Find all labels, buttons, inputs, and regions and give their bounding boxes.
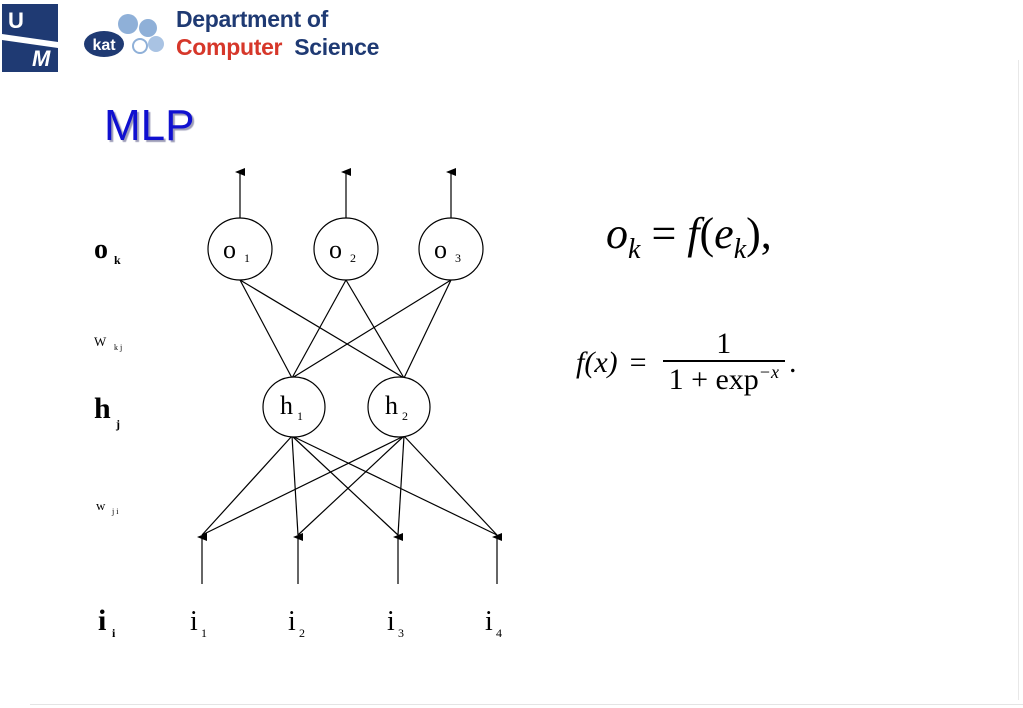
input-node-label: i xyxy=(288,606,296,637)
input-node-subscript: 2 xyxy=(299,626,305,640)
edge-i4-h2 xyxy=(403,435,498,536)
output-node-subscript: 1 xyxy=(244,251,250,265)
row-label-subscript: j xyxy=(115,417,120,431)
slide-edge-line xyxy=(1018,60,1019,700)
input-node-i2: i 2 xyxy=(288,606,305,640)
output-node-subscript: 3 xyxy=(455,251,461,265)
row-label-main: W xyxy=(94,334,107,349)
row-label-subscript: k j xyxy=(114,343,122,352)
kat-logo-bubble xyxy=(118,14,138,34)
hidden-node-h1: h 1 xyxy=(262,376,326,438)
kat-logo: kat xyxy=(84,14,164,57)
formula-function: f xyxy=(687,209,700,258)
kat-logo-bubble xyxy=(139,19,157,37)
hidden-node-label: h xyxy=(385,391,398,420)
department-of-text: Department of xyxy=(176,6,329,32)
slide-title: MLP xyxy=(104,101,195,150)
formula-variable-subscript: k xyxy=(733,234,747,265)
output-node-o2: o 2 xyxy=(313,217,379,281)
um-logo: U M xyxy=(2,4,58,72)
kat-logo-bubble xyxy=(148,36,164,52)
formula-tail: . xyxy=(788,345,797,379)
edge-h2-o3 xyxy=(403,279,452,379)
row-label-main: w xyxy=(96,498,106,513)
hidden-node-h2: h 2 xyxy=(367,376,431,438)
edge-i4-h1 xyxy=(291,435,498,536)
row-label-hidden: h j xyxy=(94,392,120,431)
edge-h1-o3 xyxy=(291,279,452,379)
edge-i3-h2 xyxy=(397,435,405,536)
input-node-label: i xyxy=(485,606,493,637)
kat-logo-bubble xyxy=(132,38,148,54)
science-word: Science xyxy=(294,34,380,60)
edge-h2-o2 xyxy=(345,279,405,379)
row-label-output: o k xyxy=(94,234,121,267)
formula-variable: e xyxy=(714,209,734,258)
computer-word: Computer xyxy=(176,34,283,60)
edge-i2-h2 xyxy=(297,435,405,536)
formula-lhs: o xyxy=(606,209,628,258)
input-node-label: i xyxy=(387,606,395,637)
row-label-main: o xyxy=(94,234,108,265)
formula-denominator: 1 + exp−x xyxy=(663,362,785,398)
edge-h1-o2 xyxy=(291,279,347,379)
row-label-subscript: i xyxy=(112,626,116,640)
formula-fraction: 1 1 + exp−x xyxy=(662,327,785,398)
output-formula: ok = f(ek), xyxy=(606,209,772,265)
row-label-input: i i xyxy=(98,604,116,640)
output-node-o3: o 3 xyxy=(418,217,484,281)
input-node-i4: i 4 xyxy=(485,606,502,640)
kat-logo-oval xyxy=(84,31,124,57)
um-logo-letter-u: U xyxy=(8,8,24,33)
input-node-subscript: 1 xyxy=(201,626,207,640)
hidden-node-subscript: 2 xyxy=(402,409,408,423)
fraction-bar xyxy=(662,359,785,362)
hidden-node-subscript: 1 xyxy=(297,409,303,423)
edge-h1-o1 xyxy=(239,279,293,379)
row-label-subscript: j i xyxy=(111,507,119,516)
output-node-subscript: 2 xyxy=(350,251,356,265)
output-node-label: o xyxy=(434,235,447,264)
output-node-o1: o 1 xyxy=(207,217,273,281)
output-node-label: o xyxy=(329,235,342,264)
edge-i3-h1 xyxy=(291,435,399,536)
hidden-node-label: h xyxy=(280,391,293,420)
row-label-main: i xyxy=(98,604,106,637)
edge-i1-h1 xyxy=(201,435,293,536)
row-label-weights-bottom: w j i xyxy=(96,498,119,516)
row-label-weights-top: W k j xyxy=(94,334,122,352)
kat-logo-text: kat xyxy=(92,37,116,54)
output-node-label: o xyxy=(223,235,236,264)
input-node-subscript: 4 xyxy=(496,626,502,640)
formula-numerator: 1 xyxy=(716,327,732,360)
edge-i1-h2 xyxy=(201,435,405,536)
formula-tail: , xyxy=(760,209,772,258)
footer-divider xyxy=(30,704,1023,705)
edge-i2-h1 xyxy=(291,435,299,536)
input-node-i3: i 3 xyxy=(387,606,404,640)
formula-equals: = xyxy=(629,345,647,379)
formula-lhs: f(x) xyxy=(576,345,618,379)
activation-formula: f(x) = 1 1 + exp−x . xyxy=(576,328,796,397)
edge-h2-o1 xyxy=(239,279,405,379)
formula-lhs-subscript: k xyxy=(628,234,641,265)
input-node-label: i xyxy=(190,606,198,637)
department-name-line1: Department of xyxy=(176,6,328,33)
row-label-main: h xyxy=(94,392,111,425)
input-node-i1: i 1 xyxy=(190,606,207,640)
input-node-subscript: 3 xyxy=(398,626,404,640)
row-label-subscript: k xyxy=(114,253,121,267)
formula-equals: = xyxy=(651,209,677,258)
department-name-line2: Computer Science xyxy=(176,34,379,61)
um-logo-letter-m: M xyxy=(32,46,51,71)
formula-denominator-exponent: −x xyxy=(758,361,779,382)
formula-denominator-main: 1 + exp xyxy=(668,362,759,396)
